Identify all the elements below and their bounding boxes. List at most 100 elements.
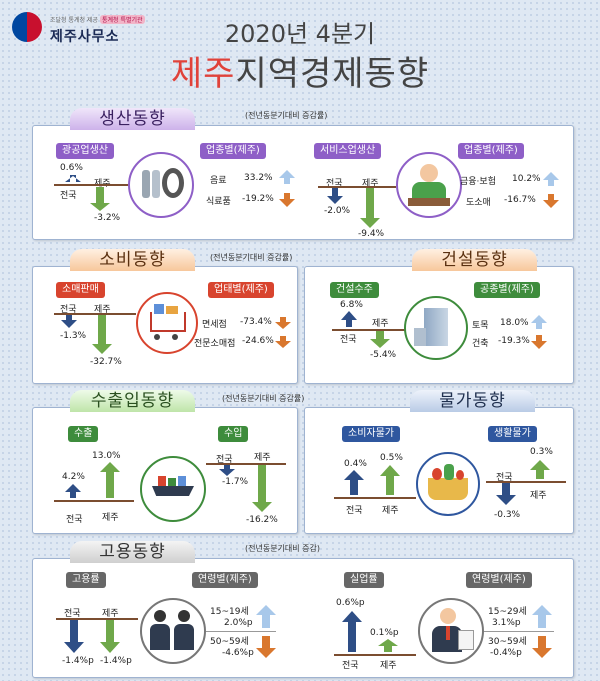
emp-rate-age-divider	[206, 631, 276, 632]
export-label: 수출	[68, 426, 99, 442]
unemp-age-item-1-value: 3.1%p	[492, 618, 521, 628]
unemp-age-item-2-value: -0.4%p	[490, 648, 522, 658]
mining-jeju-down-arrow	[90, 187, 110, 211]
retail-ind-label: 업태별(제주)	[208, 282, 274, 298]
retail-jeju-value: -32.7%	[90, 357, 122, 367]
service-ind-item-1-value: 10.2%	[512, 174, 541, 184]
mining-jeju-value: -3.2%	[94, 213, 121, 223]
export-jeju-value: 13.0%	[92, 451, 121, 461]
export-arrows	[65, 462, 120, 498]
emp-rate-label: 고용률	[66, 572, 106, 588]
retail-ind-item-1-value: -73.4%	[240, 317, 272, 327]
export-jeju-label: 제주	[102, 513, 119, 523]
office-name: 제주사무소	[50, 29, 120, 45]
businessmen-image	[140, 598, 206, 664]
import-arrows	[219, 465, 272, 512]
mining-ind-label: 업종별(제주)	[200, 143, 266, 159]
retail-ind-item-1-name: 면세점	[202, 320, 227, 330]
shopping-cart-image	[136, 292, 198, 354]
service-national-down-arrow	[327, 188, 343, 204]
orders-ind-item-2-value: -19.3%	[498, 336, 530, 346]
unemp-national-label: 전국	[342, 661, 359, 671]
emp-rate-arrows	[64, 620, 120, 653]
employment-note: (전년동분기대비 증감)	[245, 544, 321, 553]
service-baseline	[318, 186, 396, 188]
cashier-image	[396, 152, 462, 218]
cpi-national-label: 전국	[346, 506, 363, 516]
retail-national-down-arrow	[61, 315, 77, 328]
unemp-jeju-label: 제주	[380, 661, 397, 671]
service-ind-arrows	[543, 172, 559, 208]
mining-national-up-arrow	[65, 175, 81, 182]
retail-arrows	[61, 315, 112, 354]
production-title: 생산동향	[70, 108, 195, 130]
unemp-age-arrows	[532, 605, 552, 658]
mining-label: 광공업생산	[56, 143, 114, 159]
cpi-baseline	[334, 497, 416, 499]
retail-ind-item-2-value: -24.6%	[242, 336, 274, 346]
construction-title: 건설동향	[412, 249, 537, 271]
service-arrows	[327, 188, 380, 228]
unemp-national-up-arrow	[342, 611, 362, 652]
cpi-national-up-arrow	[344, 470, 364, 495]
emp-rate-baseline	[56, 618, 138, 620]
mining-ind-arrows	[279, 170, 295, 207]
mining-ind-item-1-name: 음료	[210, 176, 227, 186]
unemp-arrows	[342, 611, 398, 652]
orders-national-value: 6.8%	[340, 300, 363, 310]
emp-rate-age-label: 연령별(제주)	[192, 572, 258, 588]
cargo-ship-image	[140, 456, 206, 522]
orders-label: 건설수주	[330, 282, 379, 298]
mining-national-label: 전국	[60, 191, 77, 201]
emp-rate-age-item-1-name: 15~19세	[210, 607, 249, 617]
import-label: 수입	[218, 426, 249, 442]
orders-ind-up-arrow	[531, 315, 547, 329]
emp-rate-jeju-label: 제주	[102, 609, 119, 619]
unemp-age-up-arrow	[532, 605, 552, 628]
living-jeju-up-arrow	[530, 460, 550, 479]
emp-rate-jeju-down-arrow	[100, 620, 120, 653]
report-title: 제주지역경제동향	[0, 46, 600, 95]
orders-jeju-value: -5.4%	[370, 350, 397, 360]
bottles-tire-image	[128, 152, 194, 218]
orders-ind-item-1-value: 18.0%	[500, 318, 529, 328]
title-region: 제주	[170, 54, 236, 94]
cpi-label: 소비자물가	[342, 426, 400, 442]
retail-ind-down-arrow-2	[275, 336, 291, 348]
employment-title: 고용동향	[70, 541, 195, 563]
emp-rate-age-up-arrow	[256, 605, 276, 628]
mining-ind-down-arrow	[279, 193, 295, 207]
emp-rate-national-value: -1.4%p	[62, 656, 94, 666]
service-jeju-down-arrow	[360, 188, 380, 228]
emp-rate-age-arrows	[256, 605, 276, 658]
service-ind-down-arrow	[543, 194, 559, 208]
import-baseline	[206, 463, 286, 465]
service-jeju-value: -9.4%	[358, 229, 385, 239]
cpi-jeju-label: 제주	[382, 506, 399, 516]
consumption-note: (전년동분기대비 증감률)	[210, 253, 293, 262]
living-jeju-label: 제주	[530, 491, 547, 501]
export-national-label: 전국	[66, 515, 83, 525]
orders-ind-down-arrow	[531, 335, 547, 349]
emp-rate-national-down-arrow	[64, 620, 84, 653]
orders-baseline	[332, 329, 412, 331]
import-national-label: 전국	[216, 455, 233, 465]
living-jeju-value: 0.3%	[530, 447, 553, 457]
trade-note: (전년동분기대비 증감률)	[222, 394, 305, 403]
import-jeju-down-arrow	[252, 465, 272, 512]
unemp-jeju-up-arrow	[378, 639, 398, 652]
production-note: (전년동분기대비 증감률)	[245, 111, 328, 120]
living-label: 생활물가	[488, 426, 537, 442]
living-national-value: -0.3%	[494, 510, 521, 520]
mining-baseline	[54, 184, 132, 186]
export-baseline	[54, 500, 134, 502]
consumption-title: 소비동향	[70, 249, 195, 271]
unemp-age-down-arrow	[532, 636, 552, 658]
service-ind-item-2-value: -16.7%	[504, 195, 536, 205]
mining-ind-item-2-value: -19.2%	[242, 194, 274, 204]
prices-title: 물가동향	[410, 390, 535, 412]
retail-ind-arrows	[275, 317, 291, 348]
retail-national-label: 전국	[60, 305, 77, 315]
